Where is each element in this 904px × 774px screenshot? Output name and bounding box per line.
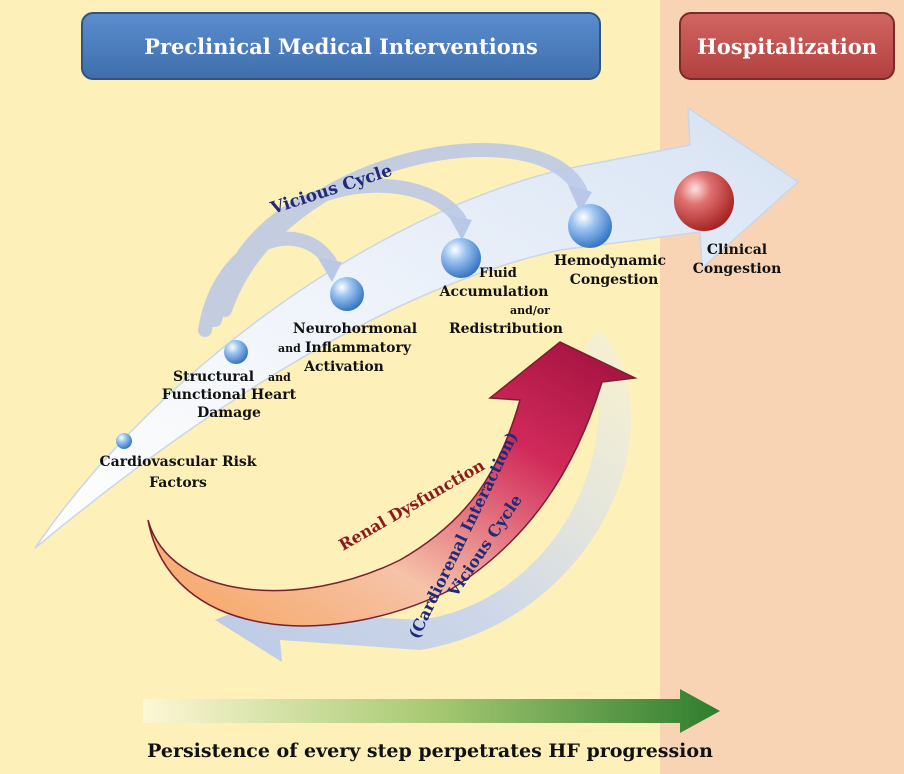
- neurohormonal-node: [330, 277, 364, 311]
- svg-text:Damage: Damage: [197, 405, 261, 421]
- svg-text:Redistribution: Redistribution: [449, 321, 563, 337]
- structural-node: [224, 340, 248, 364]
- vicious-cycle-arrowheads: [318, 185, 592, 282]
- hospitalization-header: Hospitalization: [679, 12, 895, 80]
- vicious-cycle-arcs: [198, 143, 587, 337]
- preclinical-header-label: Preclinical Medical Interventions: [144, 34, 538, 59]
- svg-text:Factors: Factors: [149, 475, 207, 491]
- hospitalization-header-label: Hospitalization: [697, 34, 877, 59]
- hf-progression-arrow: [143, 689, 720, 733]
- renal-dysfunction-arrow: [147, 341, 638, 627]
- svg-text:Congestion: Congestion: [570, 272, 659, 288]
- cardiorenal-cycle-arrow: [215, 330, 632, 662]
- svg-text:Hemodynamic: Hemodynamic: [554, 253, 666, 269]
- svg-text:Clinical: Clinical: [707, 242, 767, 258]
- svg-text:Structural: Structural: [173, 369, 254, 385]
- cv-risk-label: Cardiovascular Risk Factors: [99, 454, 256, 491]
- clinical-congestion-label: Clinical Congestion: [693, 242, 782, 277]
- svg-text:Fluid: Fluid: [479, 266, 517, 281]
- svg-text:Activation: Activation: [303, 359, 384, 375]
- svg-text:and/or: and/or: [510, 304, 550, 317]
- clinical-congestion-node: [674, 171, 734, 231]
- hf-progression-caption: Persistence of every step perpetrates HF…: [147, 740, 713, 762]
- svg-text:Inflammatory: Inflammatory: [305, 340, 412, 356]
- svg-text:Congestion: Congestion: [693, 261, 782, 277]
- svg-text:and: and: [268, 371, 291, 384]
- hemodynamic-node: [568, 204, 612, 248]
- svg-text:and: and: [278, 342, 301, 355]
- fluid-node: [441, 238, 481, 278]
- hemodynamic-label: Hemodynamic Congestion: [554, 253, 666, 288]
- svg-text:Cardiovascular Risk: Cardiovascular Risk: [99, 454, 256, 470]
- svg-text:Neurohormonal: Neurohormonal: [293, 321, 417, 337]
- cv-risk-node: [116, 433, 132, 449]
- svg-text:Functional Heart: Functional Heart: [162, 387, 297, 403]
- fluid-label: Fluid Accumulation and/or Redistribution: [439, 266, 563, 337]
- neurohormonal-label: Neurohormonal and Inflammatory Activatio…: [278, 321, 417, 375]
- svg-text:Accumulation: Accumulation: [439, 284, 549, 300]
- structural-label: Structural and Functional Heart Damage: [162, 369, 297, 421]
- preclinical-header: Preclinical Medical Interventions: [81, 12, 601, 80]
